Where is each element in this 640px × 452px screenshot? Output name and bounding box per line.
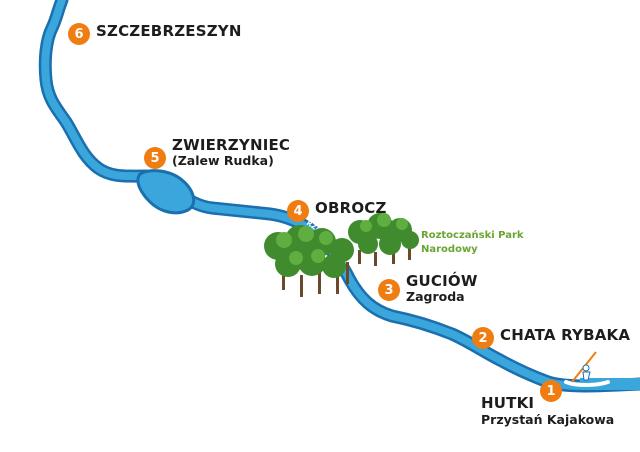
stop-name: CHATA RYBAKA	[500, 326, 631, 344]
stop-subtitle: Przystań Kajakowa	[481, 412, 615, 427]
stop-zwierzyniec[interactable]: 5 ZWIERZYNIEC (Zalew Rudka)	[144, 136, 291, 169]
stop-hutki[interactable]: HUTKI Przystań Kajakowa	[481, 394, 614, 427]
stop-name: OBROCZ	[315, 199, 387, 217]
river-fill	[41, 0, 640, 390]
stop-name: SZCZEBRZESZYN	[96, 22, 242, 40]
park-label: Roztoczański Park Narodowy	[421, 229, 524, 256]
zalew-rudka-lake	[136, 169, 196, 215]
kayaker-icon	[564, 351, 610, 387]
stop-obrocz[interactable]: 4 OBROCZ	[287, 199, 387, 222]
stop-szczebrzeszyn[interactable]: 6 SZCZEBRZESZYN	[68, 22, 242, 45]
stop-number-badge: 5	[144, 147, 166, 169]
stop-number-badge-1[interactable]: 1	[540, 380, 562, 402]
forest-icon	[264, 225, 354, 297]
stop-number-badge: 2	[472, 327, 494, 349]
stop-name: HUTKI	[481, 394, 535, 412]
park-label-line2: Narodowy	[421, 243, 478, 255]
park-label-line1: Roztoczański Park	[421, 230, 524, 241]
stop-chata-rybaka[interactable]: 2 CHATA RYBAKA	[472, 326, 631, 349]
stop-number-badge: 6	[68, 23, 90, 45]
stop-name: ZWIERZYNIEC	[172, 136, 291, 154]
stop-number-badge: 4	[287, 200, 309, 222]
stop-name: GUCIÓW	[406, 272, 478, 290]
park-forest-icon	[348, 213, 419, 266]
stop-number-badge: 3	[378, 279, 400, 301]
river-end	[580, 378, 640, 390]
stop-subtitle: Zagroda	[406, 289, 465, 305]
stop-subtitle: (Zalew Rudka)	[172, 153, 274, 169]
stop-guciow[interactable]: 3 GUCIÓW Zagroda	[378, 272, 478, 305]
